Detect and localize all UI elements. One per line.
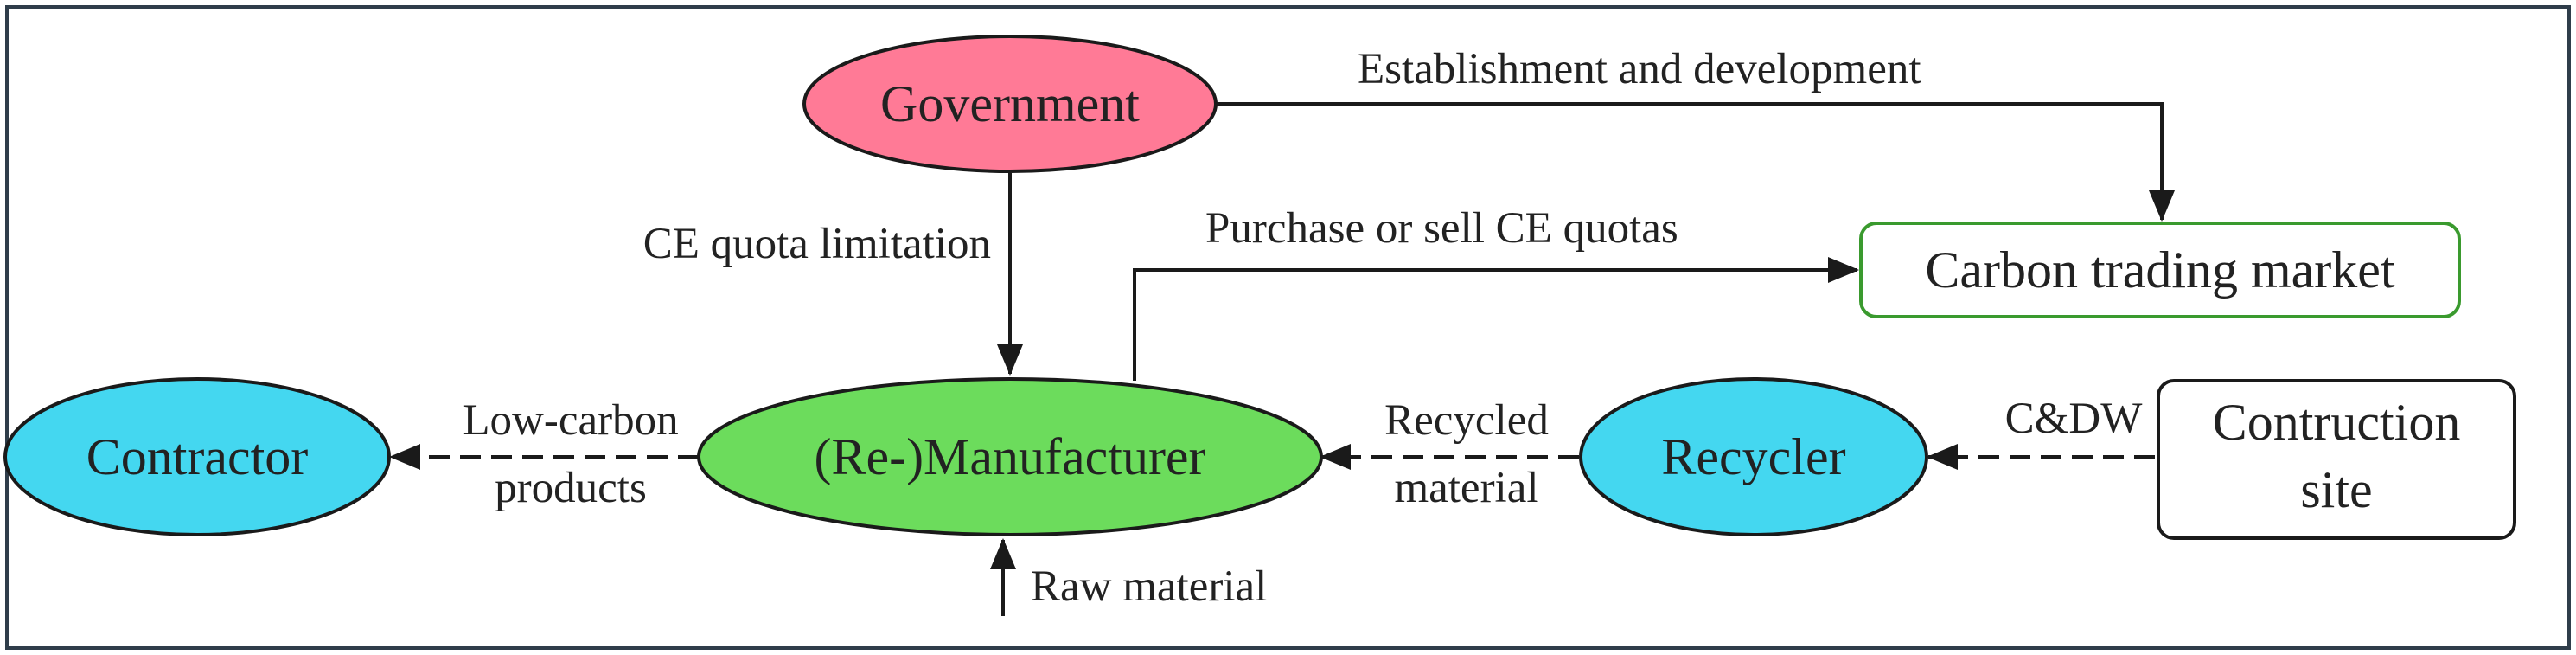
contractor-ellipse: [3, 377, 391, 536]
edge-government-to-market: [1216, 102, 2175, 222]
label-recycled-line2: material: [1394, 464, 1538, 512]
site-box: [2157, 379, 2516, 540]
node-recycler: Recycler: [1579, 377, 1928, 536]
recycler-ellipse: [1579, 377, 1928, 536]
manufacturer-label: (Re-)Manufacturer: [814, 428, 1205, 485]
node-contractor: Contractor: [3, 377, 391, 536]
diagram-frame: [5, 5, 2571, 650]
recycler-label: Recycler: [1661, 428, 1845, 485]
node-government: Government: [802, 35, 1218, 173]
label-lowcarbon-line2: products: [495, 464, 647, 512]
node-construction-site: Contruction site: [2157, 379, 2516, 540]
label-purchase-sell: Purchase or sell CE quotas: [1205, 204, 1678, 253]
market-box: [1859, 222, 2461, 318]
label-establishment: Establishment and development: [1358, 45, 1921, 93]
site-label-line2: site: [2300, 461, 2372, 518]
node-carbon-trading-market: Carbon trading market: [1859, 222, 2461, 318]
edge-manufacturer-to-market: [1133, 257, 1859, 381]
market-label: Carbon trading market: [1925, 241, 2394, 299]
manufacturer-ellipse: [697, 377, 1323, 536]
label-raw-material: Raw material: [1031, 562, 1267, 611]
contractor-label: Contractor: [86, 428, 309, 485]
government-ellipse: [802, 35, 1218, 173]
label-recycled-line1: Recycled: [1384, 396, 1549, 445]
label-lowcarbon-line1: Low-carbon: [463, 396, 678, 445]
node-manufacturer: (Re-)Manufacturer: [697, 377, 1323, 536]
site-label-line1: Contruction: [2213, 394, 2461, 451]
label-cdw: C&DW: [2005, 395, 2144, 443]
label-quota-limitation: CE quota limitation: [643, 220, 991, 268]
government-label: Government: [880, 75, 1140, 132]
